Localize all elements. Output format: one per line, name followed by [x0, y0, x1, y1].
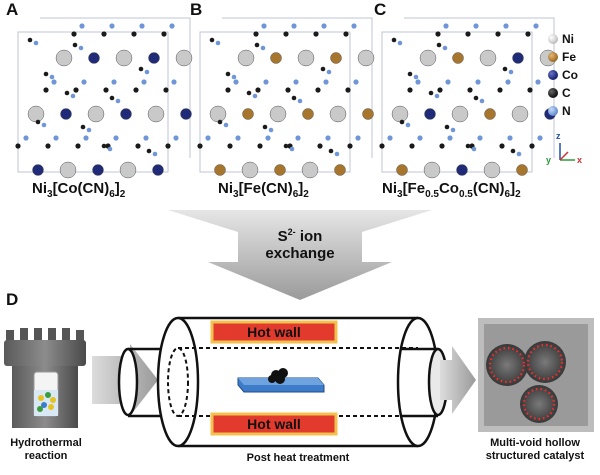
legend-swatch-fe	[548, 52, 558, 62]
axis-label-y: y	[546, 155, 552, 165]
legend-item-ni: Ni	[548, 30, 600, 48]
legend-swatch-co	[548, 70, 558, 80]
legend-item-c: C	[548, 84, 600, 102]
caption-hydrothermal: Hydrothermal reaction	[10, 437, 82, 462]
hot-wall-top-label: Hot wall	[247, 324, 301, 340]
formula-c: Ni3[Fe0.5Co0.5(CN)6]2	[382, 180, 521, 200]
legend-item-fe: Fe	[548, 48, 600, 66]
caption-catalyst: Multi-void hollow structured catalyst	[485, 437, 585, 462]
panel-label-d: D	[6, 290, 19, 309]
hot-wall-bottom	[210, 412, 338, 436]
legend-swatch-ni	[548, 34, 558, 44]
element-legend: Ni Fe Co C N	[548, 30, 600, 120]
caption-heat-treatment: Post heat treatment	[246, 452, 350, 464]
process-arrow-2	[440, 346, 476, 414]
ion-exchange-arrow	[168, 210, 432, 300]
panel-label-b: B	[190, 0, 203, 19]
legend-item-co: Co	[548, 66, 600, 84]
panel-label-a: A	[6, 0, 19, 19]
formula-b: Ni3[Fe(CN)6]2	[218, 180, 309, 200]
axis-label-x: x	[577, 155, 583, 165]
panel-label-c: C	[374, 0, 387, 19]
axis-label-z: z	[556, 131, 561, 141]
crystal-structure-c	[379, 17, 557, 179]
formula-a: Ni3[Co(CN)6]2	[32, 180, 126, 200]
ion-exchange-label: S2- ion exchange	[265, 227, 335, 262]
crystal-structure-b	[197, 17, 375, 179]
legend-swatch-n	[548, 106, 558, 116]
legend-item-n: N	[548, 102, 600, 120]
sample-boat	[237, 368, 325, 393]
hot-wall-bottom-label: Hot wall	[247, 416, 301, 432]
hot-wall-top	[210, 320, 338, 344]
crystal-structure-a	[15, 17, 193, 179]
axis-triad	[559, 143, 575, 161]
autoclave-icon	[4, 328, 86, 428]
legend-swatch-c	[548, 88, 558, 98]
catalyst-tem-image	[478, 318, 594, 432]
